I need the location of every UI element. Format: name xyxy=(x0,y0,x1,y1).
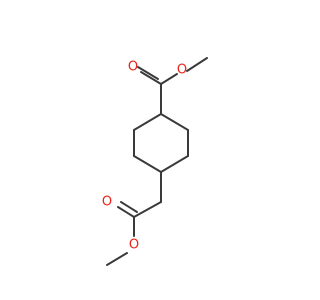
bottom-ester-group xyxy=(106,171,162,266)
carbonyl-c-o-ester-bond xyxy=(160,73,178,85)
carbonyl-c-o-double-bond-a xyxy=(140,71,162,85)
ch2-to-carbonyl-bond xyxy=(133,201,162,218)
molecule-diagram: O O O O xyxy=(102,57,208,266)
ring-bond-3 xyxy=(160,155,189,173)
oxygen-label-carbonyl-bottom: O xyxy=(102,195,112,210)
top-ester-group xyxy=(137,57,208,115)
ring-bond-6 xyxy=(133,113,162,131)
cyclohexane-ring xyxy=(133,113,189,173)
oxygen-label-carbonyl-top: O xyxy=(128,60,138,75)
ring-bond-1 xyxy=(160,113,189,131)
oxygen-label-ester-bottom: O xyxy=(129,238,139,253)
o-methyl-bond-bottom xyxy=(106,252,128,266)
carbonyl-c-o-double-bond-b xyxy=(137,66,159,80)
oxygen-label-ester-top: O xyxy=(177,63,187,78)
ring-bond-4 xyxy=(133,155,162,173)
carbonyl-c-o-double-bond-bottom-a xyxy=(117,206,135,218)
o-methyl-bond-top xyxy=(186,57,208,72)
carbonyl-c-o-double-bond-bottom-b xyxy=(120,201,138,213)
